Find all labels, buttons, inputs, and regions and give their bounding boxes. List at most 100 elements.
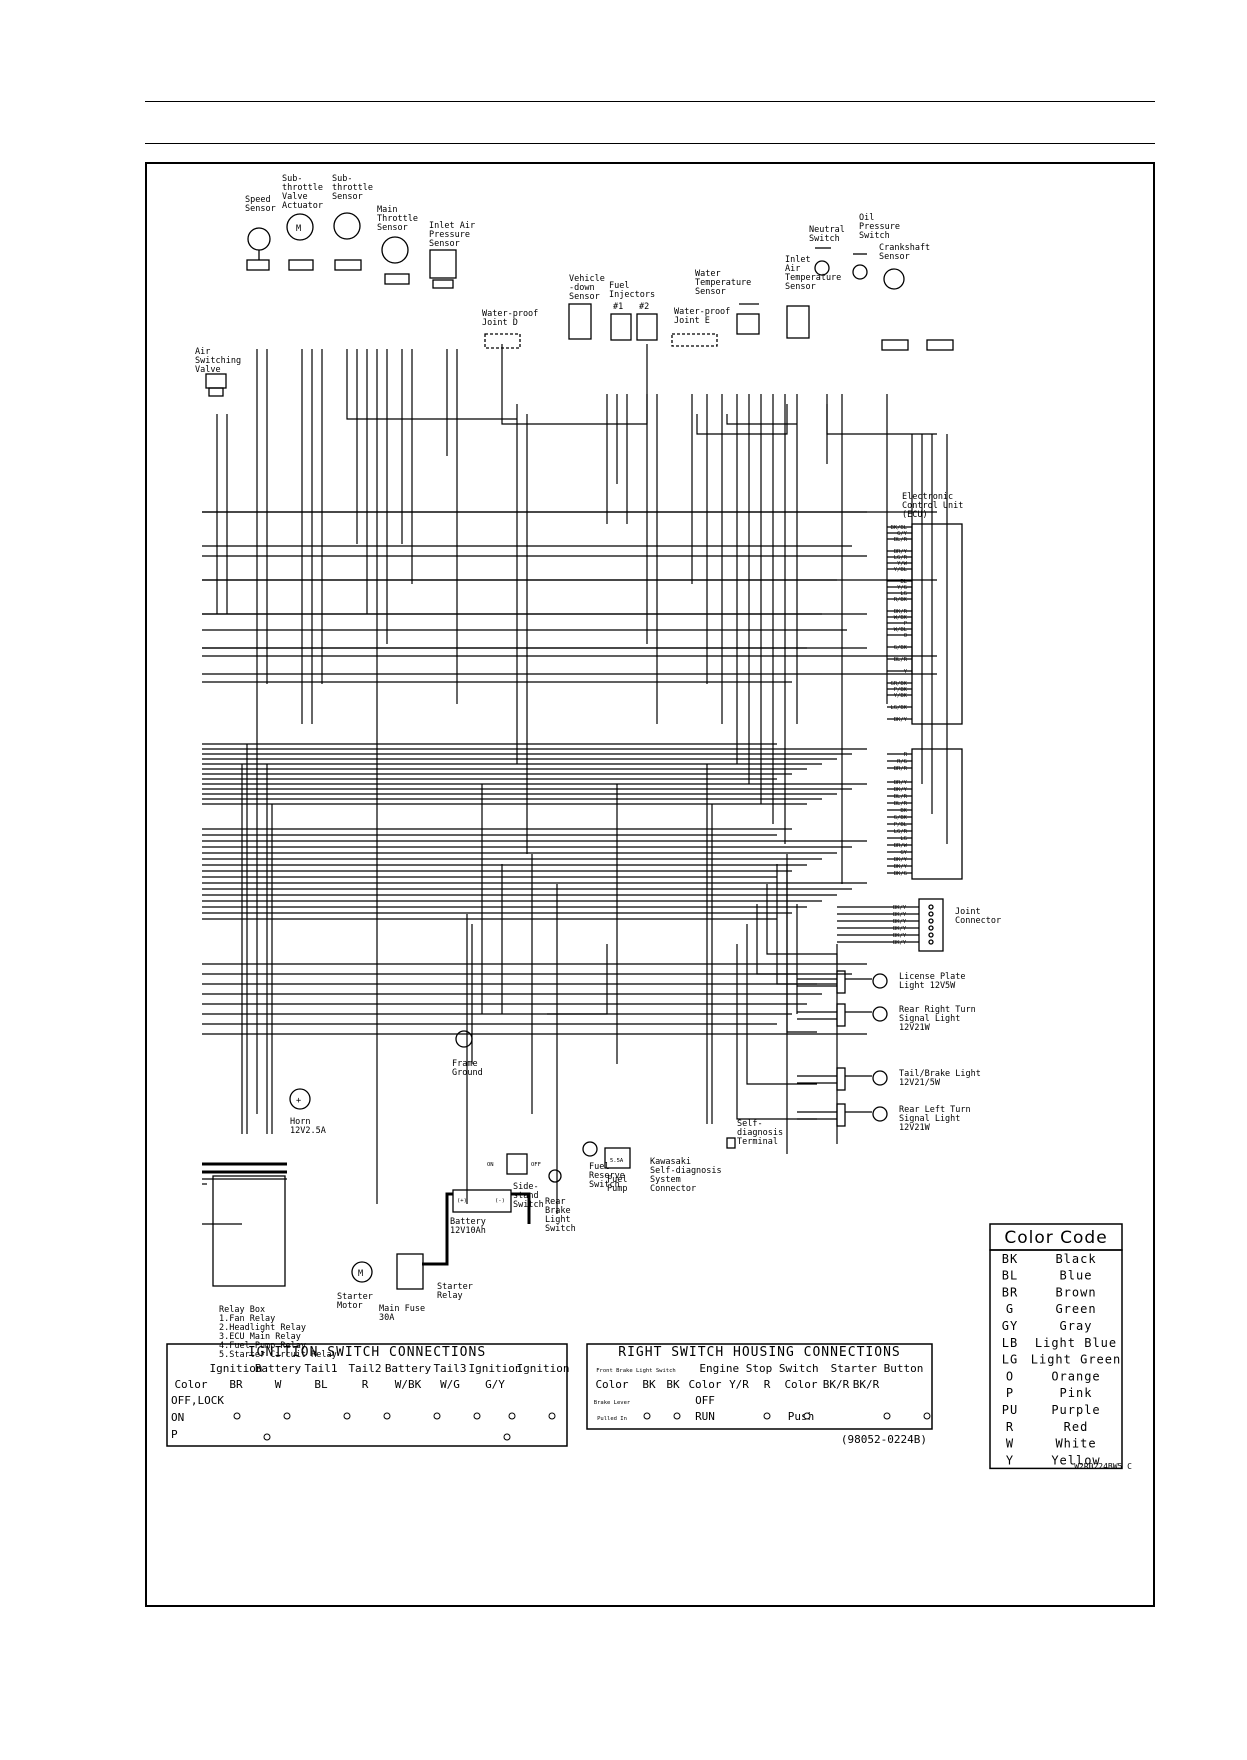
side-stand-label: Side-: [513, 1182, 539, 1192]
harness-wire: [826, 404, 937, 435]
color-code-abbr: BK: [1002, 1252, 1018, 1266]
ignition-color: W/BK: [395, 1378, 422, 1391]
kawasaki-connector-label: Self-diagnosis: [650, 1166, 722, 1176]
kawasaki-connector-label: Connector: [650, 1184, 696, 1194]
ecu-pin-label: Y/G: [897, 585, 907, 591]
crankshaft-sensor-symbol: [883, 268, 905, 290]
injector-2-symbol: [636, 313, 658, 341]
inlet-air-temp-label: Air: [785, 264, 800, 274]
ecu-pin-label: BK/BL: [890, 525, 907, 531]
right-switch-table-outline: [586, 1343, 933, 1430]
self-diag-terminal-symbol: [726, 1137, 736, 1149]
component-labels: SpeedSensorMSub-throttleValveActuatorSub…: [195, 174, 1001, 1360]
neutral-switch-symbol: [814, 260, 830, 276]
color-code-abbr: BL: [1002, 1269, 1018, 1283]
right-switch-group: Starter Button: [831, 1362, 924, 1375]
ecu-pin-label: BL/R: [894, 537, 908, 543]
fuel-reserve-label: Reserve: [589, 1171, 625, 1181]
joint-pin-label: BK/Y: [893, 919, 907, 925]
vehicle-down-label: -down: [569, 283, 595, 293]
relay-box-label: Relay Box: [219, 1305, 265, 1315]
header-rule-bottom: [145, 143, 1155, 144]
starter-relay-symbol: [396, 1253, 424, 1290]
air-switching-label: Air: [195, 347, 210, 357]
joint-connector-label: Joint: [955, 907, 981, 917]
ignition-row-label: OFF,LOCK: [171, 1394, 224, 1407]
injector-2-label: #2: [639, 302, 649, 312]
inlet-air-temp-label: Inlet: [785, 255, 811, 265]
connection-node: [343, 1412, 351, 1420]
vehicle-down-symbol: [568, 303, 592, 340]
connection-node: [763, 1412, 771, 1420]
ecu-pin-label: R/G: [897, 759, 907, 765]
connection-node: [548, 1412, 556, 1420]
ecu-pin-label: BK: [900, 808, 907, 814]
subthrottle-actuator-label: Valve: [282, 192, 308, 202]
color-code-abbr: O: [1006, 1369, 1014, 1383]
horn-plus: +: [296, 1096, 301, 1106]
horn-label: Horn: [290, 1117, 310, 1127]
right-switch-title: RIGHT SWITCH HOUSING CONNECTIONS: [618, 1345, 900, 1360]
main-fuse-label: Main Fuse: [379, 1304, 425, 1314]
self-diag-terminal-label: Terminal: [737, 1137, 778, 1147]
inlet-air-pressure-label: Inlet Air: [429, 221, 475, 231]
ecu-upper-block: [911, 523, 963, 725]
ignition-header: Battery: [255, 1362, 302, 1375]
speed-sensor-connector: [246, 259, 270, 271]
harness-wire: [766, 884, 838, 964]
connection-node: [803, 1412, 811, 1420]
tail-brake-bulb: [872, 1070, 888, 1086]
joint-d-bus: [501, 344, 648, 425]
battery-label: Battery: [450, 1217, 486, 1227]
ecu-pin-label: G/Y: [897, 531, 908, 537]
ecu-pin-label: BK/Y: [894, 787, 908, 793]
water-temp-label: Sensor: [695, 287, 726, 297]
starter-motor-label: Starter: [337, 1292, 373, 1302]
color-code-name: White: [1055, 1437, 1096, 1451]
starter-motor-m: M: [358, 1269, 363, 1279]
connection-node: [263, 1433, 271, 1441]
color-code-abbr: P: [1006, 1386, 1014, 1400]
rear-left-turn-label: Rear Left Turn: [899, 1105, 971, 1115]
joint-d-label: Joint D: [482, 318, 518, 328]
frame-ground-label: Frame: [452, 1059, 478, 1069]
color-code-name: Purple: [1051, 1403, 1100, 1417]
ignition-header: Tail3: [433, 1362, 466, 1375]
license-plate-connector: [836, 970, 846, 994]
ecu-pin-label: LG/R: [894, 555, 908, 561]
color-code-abbr: W: [1006, 1437, 1014, 1451]
relay-box-label: 1.Fan Relay: [219, 1314, 275, 1324]
joint-d-symbol: [484, 333, 521, 349]
battery-cable: [422, 1192, 453, 1266]
ecu-pin-label: Y/W: [897, 561, 908, 567]
joint-pin: [928, 939, 934, 945]
connection-node: [433, 1412, 441, 1420]
color-code-abbr: PU: [1002, 1403, 1018, 1417]
starter-relay-label: Starter: [437, 1282, 473, 1292]
vehicle-down-label: Vehicle: [569, 274, 605, 284]
fuel-reserve-label: Switch: [589, 1180, 620, 1190]
license-plate-label: License Plate: [899, 972, 966, 982]
self-diag-terminal-label: diagnosis: [737, 1128, 783, 1138]
connection-node: [673, 1412, 681, 1420]
license-plate-label: Light 12V5W: [899, 981, 956, 991]
color-code-abbr: GY: [1002, 1319, 1018, 1333]
starter-motor-symbol: [351, 1261, 373, 1283]
right-switch-group: Front Brake Light Switch: [596, 1368, 675, 1374]
subthrottle-actuator-connector: [288, 259, 314, 271]
color-code-abbr: LG: [1002, 1353, 1018, 1367]
relay-box-label: 2.Headlight Relay: [219, 1323, 306, 1333]
color-code-name: Gray: [1060, 1319, 1093, 1333]
rear-left-turn-connector: [836, 1103, 846, 1127]
ignition-color: W: [275, 1378, 282, 1391]
harness-wire: [346, 349, 517, 420]
ecu-pin-label: BR/R: [894, 766, 908, 772]
harness-wire: [786, 854, 817, 1033]
crankshaft-label: Crankshaft: [879, 243, 930, 253]
right-switch-color: BK: [642, 1378, 656, 1391]
ignition-table-title: IGNITION SWITCH CONNECTIONS: [248, 1345, 486, 1360]
speed-sensor-label: Sensor: [245, 204, 276, 214]
rear-right-turn-bulb: [872, 1006, 888, 1022]
ignition-table-outline: [166, 1343, 568, 1447]
ignition-header: Ignition: [469, 1362, 522, 1375]
